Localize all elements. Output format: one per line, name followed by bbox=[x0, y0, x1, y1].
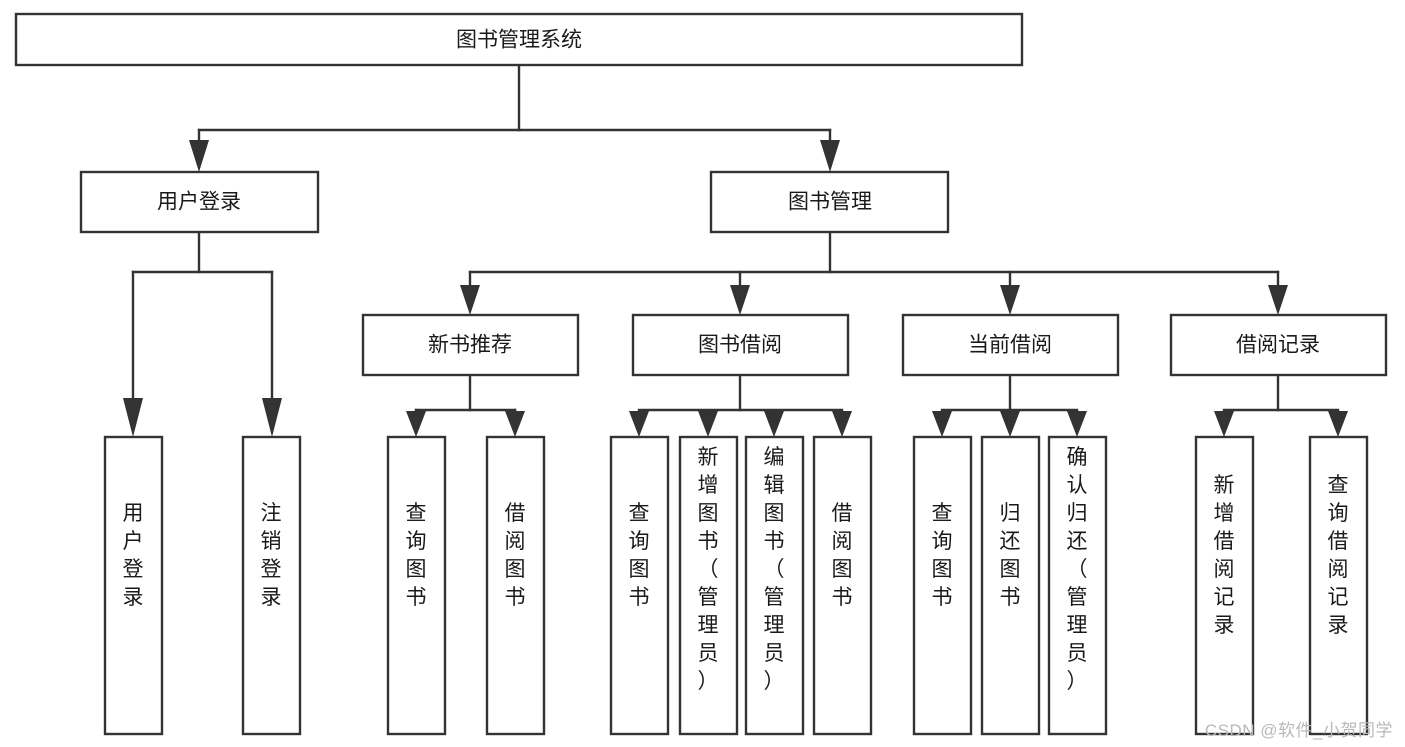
node-label-user-login: 用户登录 bbox=[157, 191, 241, 214]
leaf-label-user-login: 用户登录 bbox=[123, 502, 144, 609]
arrow-head-icon bbox=[698, 411, 718, 437]
arrow-head-icon bbox=[1067, 411, 1087, 437]
arrow-head-icon bbox=[123, 398, 143, 437]
leaf-label-query-book-2: 查询图书 bbox=[629, 502, 650, 609]
leaf-node[interactable]: 归还图书 bbox=[980, 435, 1041, 736]
leaf-label-query-book-3: 查询图书 bbox=[932, 502, 953, 609]
leaf-box-query-record[interactable] bbox=[1308, 435, 1369, 736]
arrow-head-icon bbox=[832, 411, 852, 437]
node-new-book-recommend[interactable]: 新书推荐 bbox=[361, 313, 580, 377]
arrow-head-icon bbox=[932, 411, 952, 437]
leaf-label-return-book: 归还图书 bbox=[1000, 502, 1021, 609]
edge-group-book-borrow bbox=[629, 373, 852, 437]
arrow-head-icon bbox=[1000, 285, 1020, 315]
node-borrow-record[interactable]: 借阅记录 bbox=[1169, 313, 1388, 377]
leaf-node[interactable]: 查询图书 bbox=[912, 435, 973, 736]
node-box-user-login[interactable] bbox=[79, 170, 320, 234]
edge-group-borrow-record bbox=[1214, 373, 1348, 437]
leaf-node[interactable]: 查询图书 bbox=[609, 435, 670, 736]
leaf-label-logout: 注销登录 bbox=[261, 502, 282, 609]
leaf-label-borrow-book-2: 借阅图书 bbox=[832, 502, 853, 609]
leaf-node[interactable]: 确认归还（管理员） bbox=[1047, 435, 1108, 736]
leaf-label-edit-book: 编辑图书（管理员） bbox=[764, 446, 785, 693]
leaf-node[interactable]: 新增图书（管理员） bbox=[678, 435, 739, 736]
arrow-head-icon bbox=[764, 411, 784, 437]
leaf-node[interactable]: 用户登录 bbox=[103, 435, 164, 736]
node-box-new-book-recommend[interactable] bbox=[361, 313, 580, 377]
edge-group-root bbox=[189, 63, 840, 172]
leaf-box-query-book-1[interactable] bbox=[386, 435, 447, 736]
node-label-borrow-record: 借阅记录 bbox=[1236, 334, 1320, 357]
node-label-current-borrow: 当前借阅 bbox=[968, 334, 1052, 357]
csdn-watermark: CSDN @软件_小贺同学 bbox=[1204, 721, 1393, 740]
leaf-box-add-record[interactable] bbox=[1194, 435, 1255, 736]
leaf-node[interactable]: 新增借阅记录 bbox=[1194, 435, 1255, 736]
leaf-box-logout[interactable] bbox=[241, 435, 302, 736]
leaf-box-return-book[interactable] bbox=[980, 435, 1041, 736]
leaf-label-query-book-1: 查询图书 bbox=[406, 502, 427, 609]
arrow-head-icon bbox=[262, 398, 282, 437]
leaf-label-confirm-return: 确认归还（管理员） bbox=[1067, 446, 1088, 693]
arrow-head-icon bbox=[505, 411, 525, 437]
arrow-head-icon bbox=[1000, 411, 1020, 437]
node-label-new-book-recommend: 新书推荐 bbox=[428, 334, 512, 357]
leaf-box-query-book-3[interactable] bbox=[912, 435, 973, 736]
node-box-book-borrow[interactable] bbox=[631, 313, 850, 377]
node-user-login[interactable]: 用户登录 bbox=[79, 170, 320, 234]
leaf-node[interactable]: 查询图书 bbox=[386, 435, 447, 736]
arrow-head-icon bbox=[820, 140, 840, 172]
arrow-head-icon bbox=[1328, 411, 1348, 437]
leaf-label-add-book: 新增图书（管理员） bbox=[698, 446, 719, 693]
leaf-node[interactable]: 查询借阅记录 bbox=[1308, 435, 1369, 736]
leaf-box-query-book-2[interactable] bbox=[609, 435, 670, 736]
arrow-head-icon bbox=[406, 411, 426, 437]
node-label-book-borrow: 图书借阅 bbox=[698, 334, 782, 357]
leaf-box-edit-book[interactable] bbox=[744, 435, 805, 736]
node-book-management[interactable]: 图书管理 bbox=[709, 170, 950, 234]
node-box-borrow-record[interactable] bbox=[1169, 313, 1388, 377]
leaf-box-user-login[interactable] bbox=[103, 435, 164, 736]
node-box-root[interactable] bbox=[14, 12, 1024, 67]
edge-group-book-management bbox=[460, 230, 1288, 315]
node-book-borrow[interactable]: 图书借阅 bbox=[631, 313, 850, 377]
leaf-node[interactable]: 借阅图书 bbox=[485, 435, 546, 736]
leaf-label-add-record: 新增借阅记录 bbox=[1214, 474, 1235, 637]
edge-group-user-login bbox=[123, 230, 282, 437]
leaf-node[interactable]: 注销登录 bbox=[241, 435, 302, 736]
node-box-book-management[interactable] bbox=[709, 170, 950, 234]
leaf-box-add-book[interactable] bbox=[678, 435, 739, 736]
node-box-current-borrow[interactable] bbox=[901, 313, 1120, 377]
edge-group-current-borrow bbox=[932, 373, 1087, 437]
arrow-head-icon bbox=[1214, 411, 1234, 437]
arrow-head-icon bbox=[460, 285, 480, 315]
leaf-box-borrow-book-2[interactable] bbox=[812, 435, 873, 736]
leaf-node[interactable]: 编辑图书（管理员） bbox=[744, 435, 805, 736]
arrow-head-icon bbox=[189, 140, 209, 172]
node-current-borrow[interactable]: 当前借阅 bbox=[901, 313, 1120, 377]
arrow-head-icon bbox=[629, 411, 649, 437]
node-label-book-management: 图书管理 bbox=[788, 191, 872, 214]
arrow-head-icon bbox=[1268, 285, 1288, 315]
arrow-head-icon bbox=[730, 285, 750, 315]
edge-group-new-book bbox=[406, 373, 525, 437]
leaf-box-confirm-return[interactable] bbox=[1047, 435, 1108, 736]
leaf-label-borrow-book-1: 借阅图书 bbox=[505, 502, 526, 609]
leaf-label-query-record: 查询借阅记录 bbox=[1328, 474, 1349, 637]
node-root[interactable]: 图书管理系统 bbox=[14, 12, 1024, 67]
leaf-box-borrow-book-1[interactable] bbox=[485, 435, 546, 736]
node-label-root: 图书管理系统 bbox=[456, 29, 582, 52]
leaf-node[interactable]: 借阅图书 bbox=[812, 435, 873, 736]
